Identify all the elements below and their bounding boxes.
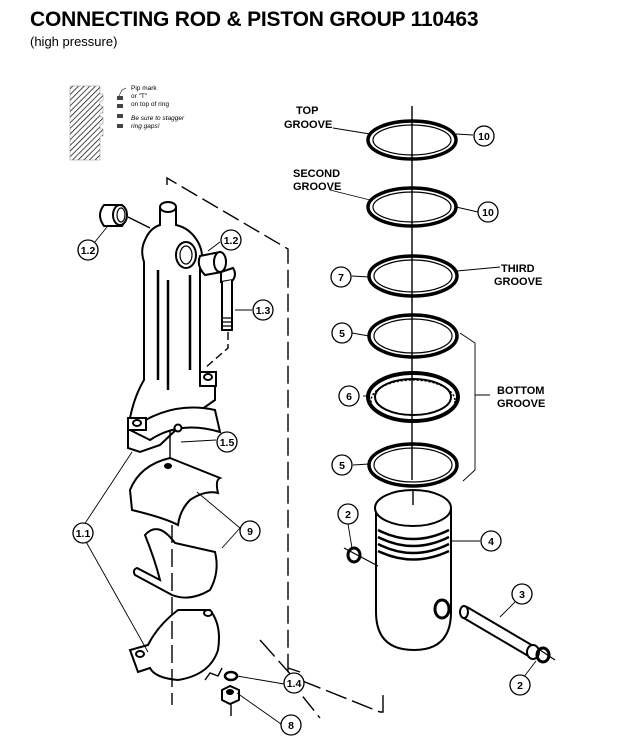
svg-text:2: 2 (345, 509, 351, 521)
callout-2-circlip-right[interactable]: 2 (509, 674, 531, 696)
leader-lines (79, 127, 537, 725)
inset-note-line5: ring gaps! (131, 123, 160, 130)
ring-stagger-inset: Pip mark or "T" on top of ring Be sure t… (69, 85, 185, 161)
circlip-left (343, 546, 379, 567)
callout-1-2-bushing-left[interactable]: 1.2 (77, 239, 99, 261)
svg-text:5: 5 (339, 460, 345, 472)
svg-text:10: 10 (478, 131, 490, 143)
callout-1-3-rod-bolt[interactable]: 1.3 (252, 299, 274, 321)
callout-1-1-rod-assembly[interactable]: 1.1 (72, 522, 94, 544)
lock-washer (223, 670, 239, 682)
callout-1-2-bushing-right[interactable]: 1.2 (220, 229, 242, 251)
bottom-lower-rail-ring (367, 442, 459, 488)
callout-10-second-ring[interactable]: 10 (477, 201, 499, 223)
circlip-right (535, 646, 556, 664)
top-ring (366, 119, 458, 161)
callout-4-piston[interactable]: 4 (480, 530, 502, 552)
callout-7-third-ring[interactable]: 7 (330, 266, 352, 288)
piston-section-hatch (69, 85, 104, 161)
svg-text:7: 7 (338, 272, 344, 284)
callout-5-upper-rail[interactable]: 5 (331, 322, 353, 344)
piston (374, 489, 452, 652)
label-bottom-groove-2: GROOVE (497, 398, 545, 410)
third-ring (367, 254, 459, 298)
svg-text:3: 3 (519, 589, 525, 601)
callout-6-expander[interactable]: 6 (338, 385, 360, 407)
label-second-groove-1: SECOND (293, 168, 340, 180)
svg-text:1.1: 1.1 (76, 528, 91, 540)
piston-pin (459, 605, 540, 660)
big-end-cap (128, 609, 220, 682)
svg-text:4: 4 (488, 536, 494, 548)
callout-1-4-washer[interactable]: 1.4 (283, 672, 305, 694)
svg-text:2: 2 (517, 680, 523, 692)
callout-1-5-dowel[interactable]: 1.5 (216, 431, 238, 453)
ring-section-icons (117, 87, 127, 128)
callouts: 10 10 7 5 6 5 4 2 3 2 1.2 1.2 1.3 1.5 1.… (72, 125, 533, 736)
bearing-shell-lower (132, 528, 218, 599)
label-third-groove-2: GROOVE (494, 276, 542, 288)
svg-text:1.3: 1.3 (256, 305, 271, 317)
piston-axis-dashed-line (259, 639, 384, 713)
bottom-upper-rail-ring (367, 313, 459, 359)
callout-3-piston-pin[interactable]: 3 (511, 583, 533, 605)
svg-text:1.2: 1.2 (224, 235, 239, 247)
diagram-subtitle: (high pressure) (30, 34, 118, 49)
label-top-groove-1: TOP (296, 105, 318, 117)
oil-expander-ring (366, 371, 460, 423)
svg-text:9: 9 (247, 526, 253, 538)
svg-text:1.5: 1.5 (220, 437, 235, 449)
callout-5-lower-rail[interactable]: 5 (331, 454, 353, 476)
inset-note-line4: Be sure to stagger (131, 115, 185, 122)
rod-bolt (204, 266, 236, 369)
svg-text:6: 6 (346, 391, 352, 403)
label-third-groove-1: THIRD (501, 263, 535, 275)
callout-9-bearing-shells[interactable]: 9 (239, 520, 261, 542)
label-second-groove-2: GROOVE (293, 181, 341, 193)
label-bottom-groove-1: BOTTOM (497, 385, 544, 397)
svg-text:8: 8 (288, 720, 294, 732)
ring-stack (366, 106, 460, 488)
inset-note-line1: Pip mark (131, 85, 157, 92)
callout-2-circlip-left[interactable]: 2 (337, 503, 359, 525)
hex-nut (221, 684, 240, 716)
inset-note-line2: or "T" (131, 93, 148, 100)
svg-text:1.4: 1.4 (287, 678, 302, 690)
svg-text:1.2: 1.2 (81, 245, 96, 257)
connecting-rod (127, 201, 222, 454)
bushing-left (99, 204, 151, 229)
diagram-title: CONNECTING ROD & PISTON GROUP 110463 (30, 8, 479, 31)
svg-text:10: 10 (482, 207, 494, 219)
callout-8-nut[interactable]: 8 (280, 714, 302, 736)
inset-note-line3: on top of ring (131, 101, 169, 108)
bearing-shell-upper (128, 456, 223, 527)
svg-text:5: 5 (339, 328, 345, 340)
callout-10-top-ring[interactable]: 10 (473, 125, 495, 147)
bolt-dashed-line (204, 667, 223, 681)
label-top-groove-2: GROOVE (284, 119, 332, 131)
